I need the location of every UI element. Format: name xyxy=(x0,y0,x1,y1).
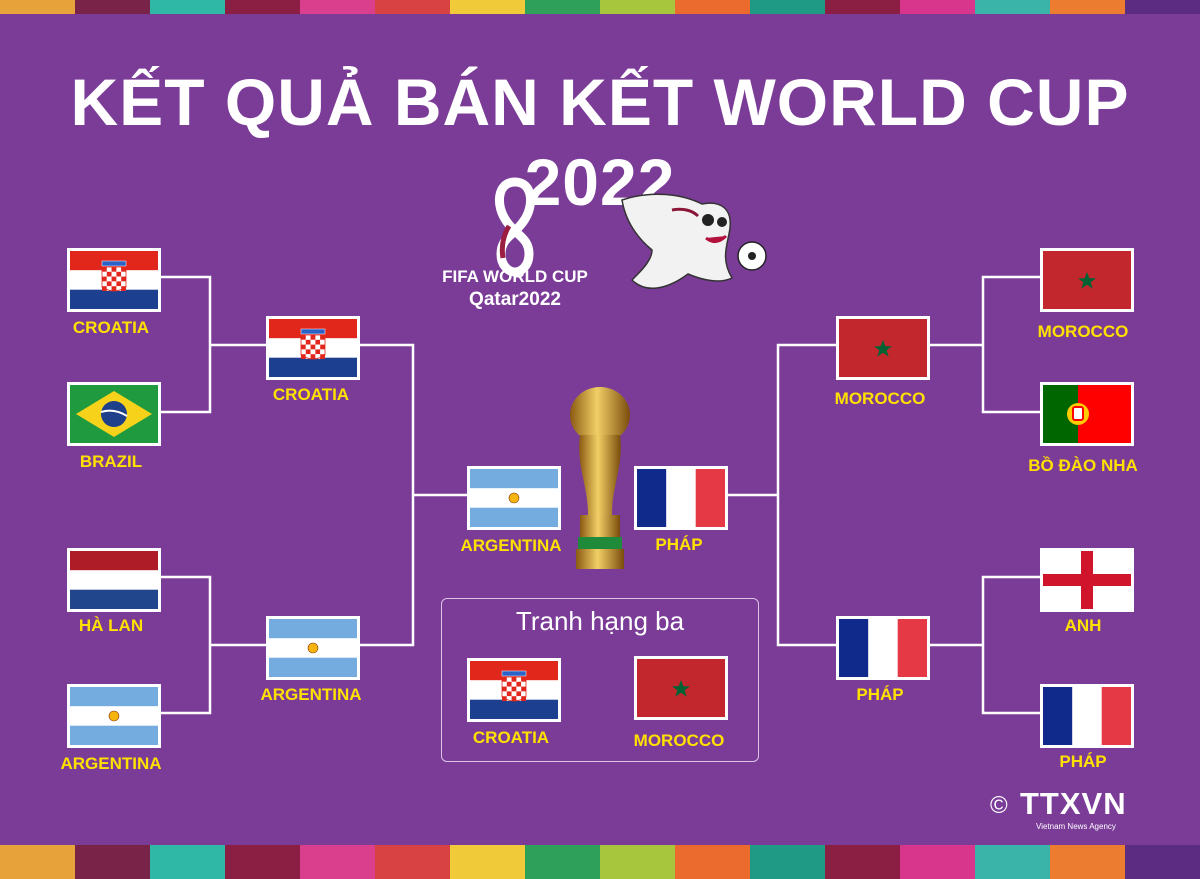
team-label: ARGENTINA xyxy=(260,685,362,704)
team-label: BRAZIL xyxy=(79,452,143,471)
bracket-connector xyxy=(158,575,212,715)
morocco-flag-icon xyxy=(637,659,725,717)
stripe-segment xyxy=(75,0,150,14)
france-flag-icon xyxy=(1043,687,1131,745)
stripe-segment xyxy=(750,0,825,14)
flag-france xyxy=(836,616,930,680)
world-cup-trophy-icon xyxy=(570,387,630,569)
brand-name: TTXVN xyxy=(1020,786,1127,821)
third-place-box xyxy=(441,598,759,762)
flag-argentina xyxy=(266,616,360,680)
flag-morocco xyxy=(836,316,930,380)
copyright-symbol: © xyxy=(990,792,1008,819)
stripe-segment xyxy=(975,845,1050,879)
stripe-segment xyxy=(600,845,675,879)
page-title: KẾT QUẢ BÁN KẾT WORLD CUP 2022 xyxy=(70,65,1130,219)
netherlands-flag-icon xyxy=(70,551,158,609)
stripe-segment xyxy=(675,845,750,879)
france-flag-icon xyxy=(839,619,927,677)
flag-argentina xyxy=(467,466,561,530)
bottom-color-stripe xyxy=(0,845,1200,879)
flag-morocco xyxy=(634,656,728,720)
team-label: ARGENTINA xyxy=(460,536,562,555)
argentina-flag-icon xyxy=(470,469,558,527)
stripe-segment xyxy=(300,845,375,879)
brand-subtitle: Vietnam News Agency xyxy=(1036,822,1116,831)
stripe-segment xyxy=(225,845,300,879)
team-label: PHÁP xyxy=(1059,752,1107,771)
argentina-flag-icon xyxy=(70,687,158,745)
flag-argentina xyxy=(67,684,161,748)
stripe-segment xyxy=(450,845,525,879)
stripe-segment xyxy=(375,845,450,879)
stripe-segment xyxy=(1050,0,1125,14)
flag-croatia xyxy=(67,248,161,312)
flag-morocco xyxy=(1040,248,1134,312)
stripe-segment xyxy=(375,0,450,14)
stripe-segment xyxy=(675,0,750,14)
stripe-segment xyxy=(900,845,975,879)
world-cup-host: Qatar2022 xyxy=(469,289,561,310)
stripe-segment xyxy=(150,845,225,879)
team-label: HÀ LAN xyxy=(78,616,144,635)
flag-croatia xyxy=(467,658,561,722)
morocco-flag-icon xyxy=(1043,251,1131,309)
stripe-segment xyxy=(825,845,900,879)
team-label: PHÁP xyxy=(856,685,904,704)
stripe-segment xyxy=(600,0,675,14)
top-color-stripe xyxy=(0,0,1200,14)
stripe-segment xyxy=(1125,0,1200,14)
stripe-segment xyxy=(750,845,825,879)
flag-france xyxy=(1040,684,1134,748)
team-label: BỒ ĐÀO NHA xyxy=(1028,456,1138,475)
bracket-connector xyxy=(981,275,1040,414)
team-label: MOROCCO xyxy=(1037,322,1129,341)
flag-england xyxy=(1040,548,1134,612)
team-label: MOROCCO xyxy=(633,731,725,750)
team-label: ARGENTINA xyxy=(60,754,162,773)
third-place-title: Tranh hạng ba xyxy=(515,606,685,636)
team-label: ANH xyxy=(1064,616,1102,635)
stripe-segment xyxy=(1050,845,1125,879)
brazil-flag-icon xyxy=(70,385,158,443)
croatia-flag-icon xyxy=(470,661,558,719)
flag-croatia xyxy=(266,316,360,380)
flag-portugal xyxy=(1040,382,1134,446)
stripe-segment xyxy=(525,0,600,14)
stripe-segment xyxy=(525,845,600,879)
morocco-flag-icon xyxy=(839,319,927,377)
england-flag-icon xyxy=(1043,551,1131,609)
flag-france xyxy=(634,466,728,530)
team-label: CROATIA xyxy=(472,728,550,747)
stripe-segment xyxy=(900,0,975,14)
stripe-segment xyxy=(975,0,1050,14)
stripe-segment xyxy=(300,0,375,14)
stripe-segment xyxy=(0,845,75,879)
croatia-flag-icon xyxy=(269,319,357,377)
flag-brazil xyxy=(67,382,161,446)
croatia-flag-icon xyxy=(70,251,158,309)
portugal-flag-icon xyxy=(1043,385,1131,443)
stripe-segment xyxy=(75,845,150,879)
stripe-segment xyxy=(1125,845,1200,879)
stripe-segment xyxy=(150,0,225,14)
flag-netherlands xyxy=(67,548,161,612)
bracket-connector xyxy=(158,275,212,414)
world-cup-name: FIFA WORLD CUP xyxy=(442,267,588,286)
stripe-segment xyxy=(225,0,300,14)
france-flag-icon xyxy=(637,469,725,527)
team-label: PHÁP xyxy=(655,535,703,554)
team-label: CROATIA xyxy=(72,318,150,337)
bracket-connector xyxy=(981,575,1040,715)
stripe-segment xyxy=(0,0,75,14)
stripe-segment xyxy=(825,0,900,14)
team-label: CROATIA xyxy=(272,385,350,404)
world-cup-logo-icon xyxy=(495,177,535,277)
argentina-flag-icon xyxy=(269,619,357,677)
team-label: MOROCCO xyxy=(834,389,926,408)
stripe-segment xyxy=(450,0,525,14)
laeeb-mascot-icon xyxy=(621,193,767,289)
